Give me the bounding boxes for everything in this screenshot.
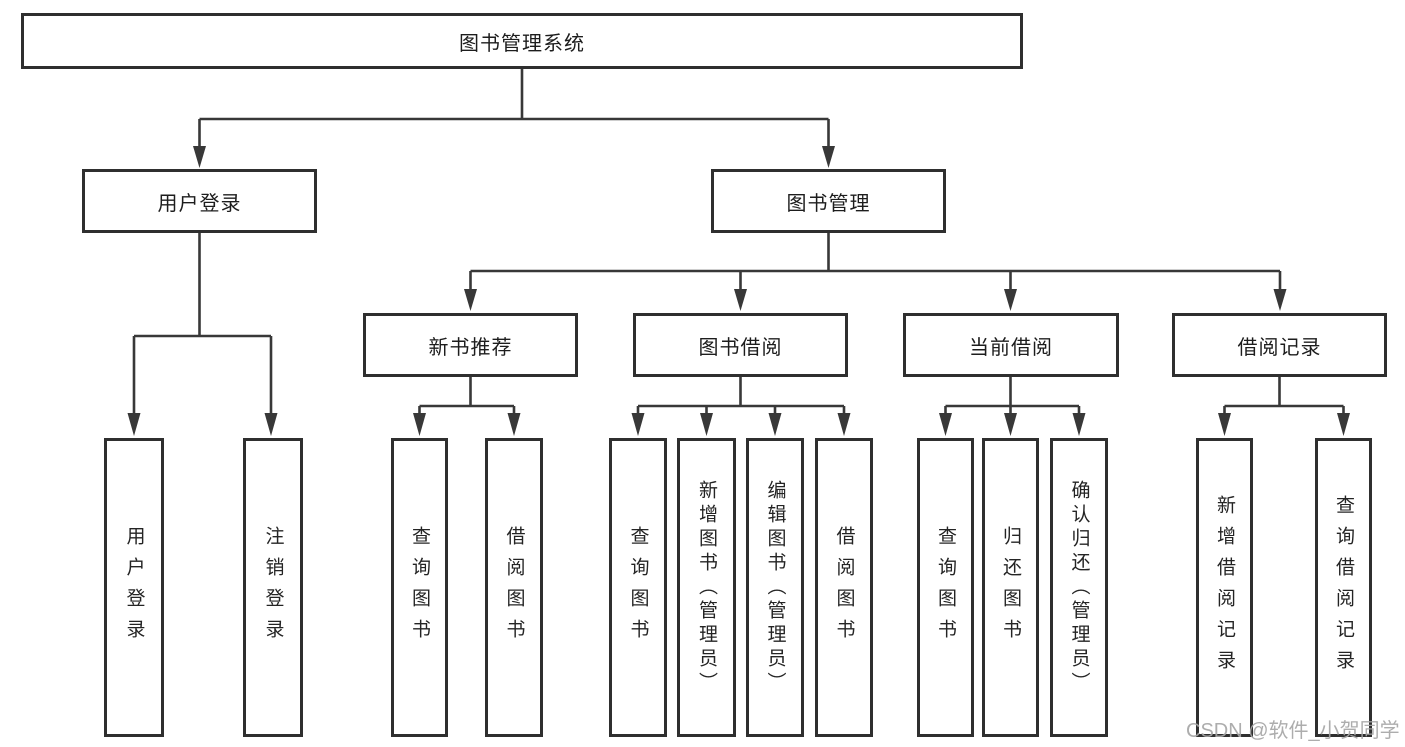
- leaf-current-query-books: 查询图书: [917, 438, 974, 737]
- leaf-records-query-record-label: 查询借阅记录: [1333, 494, 1354, 681]
- leaf-current-query-books-label: 查询图书: [935, 525, 956, 650]
- node-new-book-recommend: 新书推荐: [363, 313, 578, 377]
- node-book-borrow: 图书借阅: [633, 313, 848, 377]
- leaf-borrow-query-books-label: 查询图书: [627, 525, 649, 650]
- leaf-records-add-record: 新增借阅记录: [1196, 438, 1253, 737]
- leaf-records-query-record: 查询借阅记录: [1315, 438, 1372, 737]
- node-book-management-label: 图书管理: [786, 192, 871, 215]
- leaf-borrow-query-books: 查询图书: [609, 438, 667, 737]
- leaf-current-return-books: 归还图书: [982, 438, 1039, 737]
- leaf-newbook-query-books-label: 查询图书: [409, 525, 430, 650]
- leaf-borrow-borrow-books-label: 借阅图书: [833, 525, 855, 650]
- node-user-login-label: 用户登录: [157, 192, 242, 215]
- leaf-newbook-query-books: 查询图书: [391, 438, 448, 737]
- leaf-newbook-borrow-books-label: 借阅图书: [503, 525, 525, 650]
- node-book-management: 图书管理: [711, 169, 946, 233]
- leaf-newbook-borrow-books: 借阅图书: [485, 438, 543, 737]
- leaf-current-confirm-return-admin-label: 确认归还（管理员）: [1068, 479, 1090, 696]
- leaf-borrow-edit-books-admin-label: 编辑图书（管理员）: [764, 479, 786, 696]
- node-root: 图书管理系统: [21, 13, 1023, 69]
- leaf-borrow-add-books-admin: 新增图书（管理员）: [677, 438, 736, 737]
- node-current-borrow: 当前借阅: [903, 313, 1119, 377]
- leaf-borrow-borrow-books: 借阅图书: [815, 438, 873, 737]
- leaf-user-login-label: 用户登录: [123, 525, 145, 650]
- leaf-user-login: 用户登录: [104, 438, 164, 737]
- leaf-logout: 注销登录: [243, 438, 303, 737]
- node-borrow-records-label: 借阅记录: [1237, 336, 1322, 359]
- node-book-borrow-label: 图书借阅: [698, 336, 783, 359]
- node-new-book-recommend-label: 新书推荐: [428, 336, 513, 359]
- leaf-borrow-edit-books-admin: 编辑图书（管理员）: [746, 438, 804, 737]
- node-root-label: 图书管理系统: [459, 32, 585, 55]
- leaf-records-add-record-label: 新增借阅记录: [1214, 494, 1235, 681]
- node-current-borrow-label: 当前借阅: [969, 336, 1053, 359]
- leaf-current-return-books-label: 归还图书: [1000, 525, 1021, 650]
- leaf-logout-label: 注销登录: [262, 525, 284, 650]
- leaf-borrow-add-books-admin-label: 新增图书（管理员）: [696, 479, 717, 696]
- leaf-current-confirm-return-admin: 确认归还（管理员）: [1050, 438, 1108, 737]
- node-user-login: 用户登录: [82, 169, 317, 233]
- arrowheads: [127, 146, 1350, 436]
- csdn-watermark: CSDN @软件_小贺同学: [1186, 720, 1400, 742]
- node-borrow-records: 借阅记录: [1172, 313, 1387, 377]
